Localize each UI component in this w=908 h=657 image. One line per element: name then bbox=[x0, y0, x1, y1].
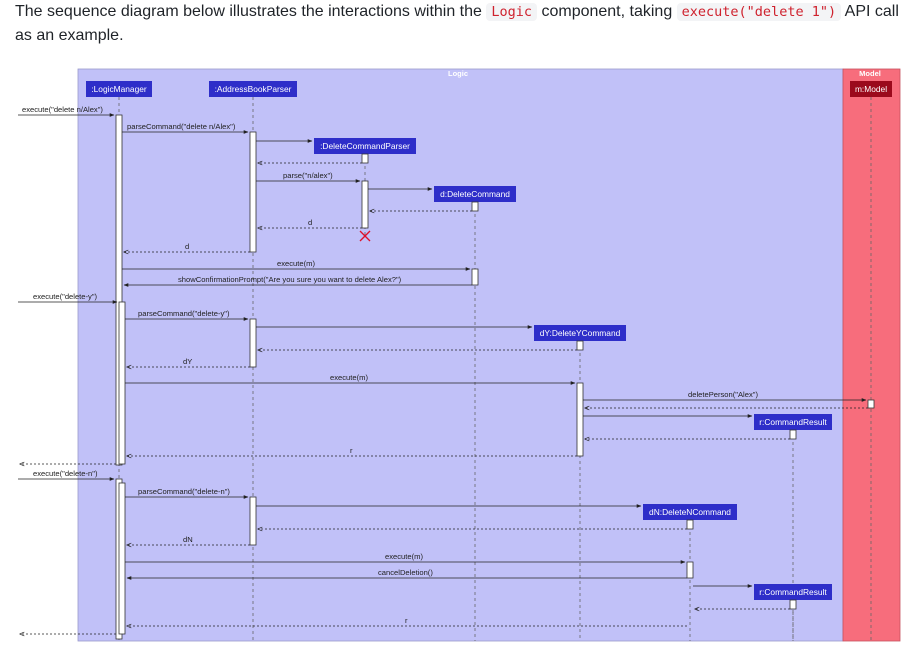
destroy-marker bbox=[359, 230, 371, 242]
message-label-5: d bbox=[185, 242, 189, 251]
message-label-14: execute("delete-n") bbox=[33, 469, 98, 478]
participant-logic-manager: :LogicManager bbox=[86, 81, 152, 97]
activation-logic-manager-1 bbox=[115, 114, 123, 466]
message-label-2: parseCommand("delete n/Alex") bbox=[127, 122, 236, 131]
intro-text-1: The sequence diagram below illustrates t… bbox=[15, 3, 487, 20]
message-label-15: parseCommand("delete-n") bbox=[138, 487, 230, 496]
activation-model bbox=[867, 399, 875, 409]
inline-code-execute: execute("delete 1") bbox=[676, 3, 842, 21]
message-label-17: execute(m) bbox=[385, 552, 423, 561]
activation-command-result-2 bbox=[789, 599, 797, 610]
intro-text-2: component, taking bbox=[537, 3, 677, 20]
activation-delete-y-command-1 bbox=[576, 340, 584, 351]
message-label-1: execute("delete n/Alex") bbox=[22, 105, 103, 114]
participant-model: m:Model bbox=[850, 81, 892, 97]
logic-frame-label: Logic bbox=[448, 69, 468, 78]
message-label-7: showConfirmationPrompt("Are you sure you… bbox=[178, 275, 402, 284]
svg-text:dN:DeleteNCommand: dN:DeleteNCommand bbox=[649, 507, 731, 517]
participant-delete-command: d:DeleteCommand bbox=[434, 186, 516, 202]
svg-text::LogicManager: :LogicManager bbox=[91, 84, 147, 94]
message-label-8: execute("delete-y") bbox=[33, 292, 98, 301]
participant-delete-n-command: dN:DeleteNCommand bbox=[643, 504, 737, 520]
activation-logic-manager-4 bbox=[118, 482, 126, 635]
activation-delete-command-2 bbox=[471, 268, 479, 286]
message-labels: execute("delete n/Alex") parseCommand("d… bbox=[22, 105, 758, 625]
svg-text:r:CommandResult: r:CommandResult bbox=[759, 587, 827, 597]
participant-command-result-1: r:CommandResult bbox=[754, 414, 832, 430]
model-frame-label: Model bbox=[859, 69, 881, 78]
activation-delete-y-command-2 bbox=[576, 382, 584, 457]
activation-command-result-1 bbox=[789, 429, 797, 440]
svg-text:d:DeleteCommand: d:DeleteCommand bbox=[440, 189, 510, 199]
svg-text:m:Model: m:Model bbox=[855, 84, 887, 94]
message-label-9: parseCommand("delete-y") bbox=[138, 309, 230, 318]
participant-address-book-parser: :AddressBookParser bbox=[209, 81, 297, 97]
svg-text::AddressBookParser: :AddressBookParser bbox=[215, 84, 292, 94]
activation-delete-n-command-2 bbox=[686, 561, 694, 579]
activation-logic-manager-2 bbox=[118, 301, 126, 465]
message-label-3: parse("n/alex") bbox=[283, 171, 333, 180]
activation-address-book-parser-1 bbox=[249, 131, 257, 253]
activation-delete-command-parser-2 bbox=[361, 180, 369, 229]
model-frame: Model bbox=[842, 68, 901, 642]
intro-paragraph: The sequence diagram below illustrates t… bbox=[15, 0, 900, 48]
message-label-13: r bbox=[350, 446, 353, 455]
svg-text:r:CommandResult: r:CommandResult bbox=[759, 417, 827, 427]
svg-text::DeleteCommandParser: :DeleteCommandParser bbox=[320, 141, 410, 151]
message-label-4: d bbox=[308, 218, 312, 227]
message-label-12: deletePerson("Alex") bbox=[688, 390, 758, 399]
participant-delete-command-parser: :DeleteCommandParser bbox=[314, 138, 416, 154]
activation-delete-command-parser-1 bbox=[361, 153, 369, 164]
activation-delete-command-1 bbox=[471, 201, 479, 212]
activation-address-book-parser-3 bbox=[249, 496, 257, 546]
message-label-6: execute(m) bbox=[277, 259, 315, 268]
inline-code-logic: Logic bbox=[486, 3, 538, 21]
message-label-18: cancelDeletion() bbox=[378, 568, 433, 577]
svg-text:dY:DeleteYCommand: dY:DeleteYCommand bbox=[540, 328, 621, 338]
activation-address-book-parser-2 bbox=[249, 318, 257, 368]
message-label-10: dY bbox=[183, 357, 192, 366]
participant-command-result-2: r:CommandResult bbox=[754, 584, 832, 600]
participant-delete-y-command: dY:DeleteYCommand bbox=[534, 325, 626, 341]
activation-delete-n-command-1 bbox=[686, 519, 694, 530]
message-label-19: r bbox=[405, 616, 408, 625]
activation-bars bbox=[115, 114, 875, 640]
message-label-16: dN bbox=[183, 535, 193, 544]
messages bbox=[18, 113, 868, 634]
logic-frame: Logic bbox=[77, 68, 844, 642]
intro-text-3: API call as an example. bbox=[15, 3, 899, 44]
message-label-11: execute(m) bbox=[330, 373, 368, 382]
